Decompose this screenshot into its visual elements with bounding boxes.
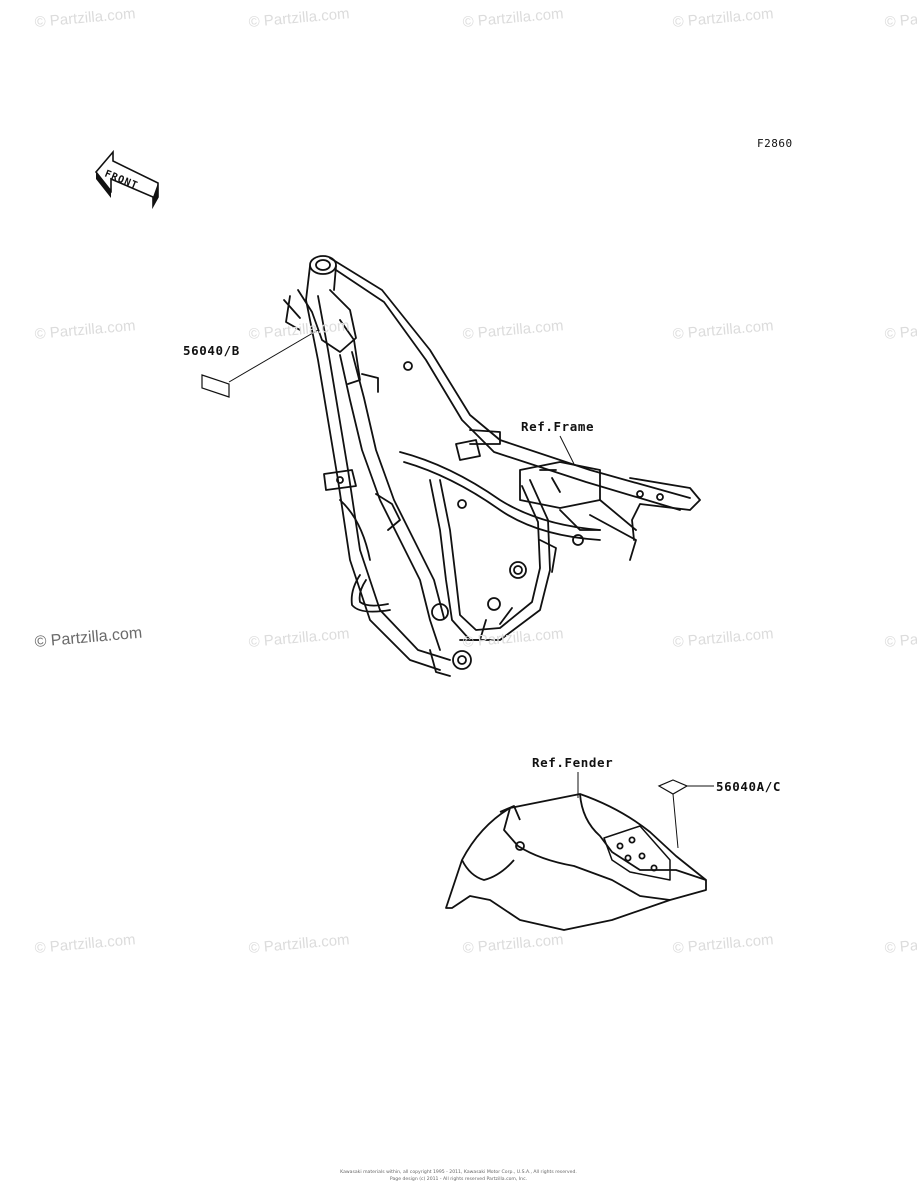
callout-56040-ac[interactable]: 56040A/C [716, 779, 782, 794]
callout-ref-fender[interactable]: Ref.Fender [532, 755, 614, 770]
callout-ref-frame[interactable]: Ref.Frame [521, 419, 595, 434]
figure-code: F2860 [757, 137, 793, 150]
footer-copyright: Kawasaki materials within, all copyright… [340, 1170, 577, 1175]
front-arrow-icon: FRONT [94, 149, 159, 210]
ref-frame-leader [559, 435, 575, 465]
label-56040-b-drawing [201, 329, 319, 398]
label-56040-ac-drawing [657, 779, 714, 849]
footer-page-design: Page design (c) 2011 - All rights reserv… [389, 1177, 528, 1182]
callout-56040-b[interactable]: 56040/B [183, 343, 240, 358]
fender-drawing [445, 793, 707, 931]
frame-drawing [283, 255, 701, 677]
